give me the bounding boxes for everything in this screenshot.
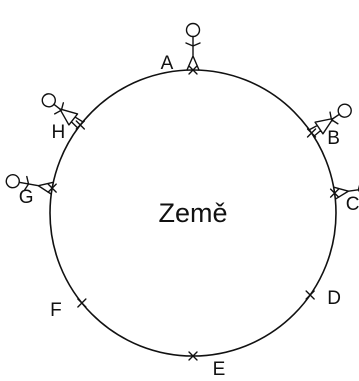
point-mark-e [188,351,198,361]
point-label-a: A [161,53,174,74]
point-mark-c [329,188,340,198]
person-head [185,22,201,38]
point-mark-d [305,290,315,300]
person-head [41,93,56,108]
point-label-h: H [51,122,65,143]
point-mark-a [188,65,198,75]
person-man-c [333,181,359,200]
point-label-f: F [50,300,62,321]
person-head [337,103,352,118]
person-body [18,175,54,195]
earth-label: Země [158,198,227,228]
person-man-g [5,174,54,195]
person-body [53,102,84,129]
point-label-b: B [327,128,340,149]
point-mark-b [306,128,317,138]
point-mark-f [77,298,87,308]
person-woman-b [308,103,352,138]
person-body [308,111,341,138]
point-label-d: D [327,288,341,309]
person-body [333,181,359,200]
point-marks [47,65,340,361]
person-woman-h [41,93,84,129]
people-layer [5,22,359,200]
point-label-g: G [19,187,34,208]
person-man-a [185,22,201,71]
point-mark-g [47,183,57,193]
point-label-e: E [213,359,226,380]
person-body [185,35,201,71]
point-labels: A B C D E F G H [19,53,359,380]
point-mark-h [75,120,86,130]
point-label-c: C [346,194,359,215]
